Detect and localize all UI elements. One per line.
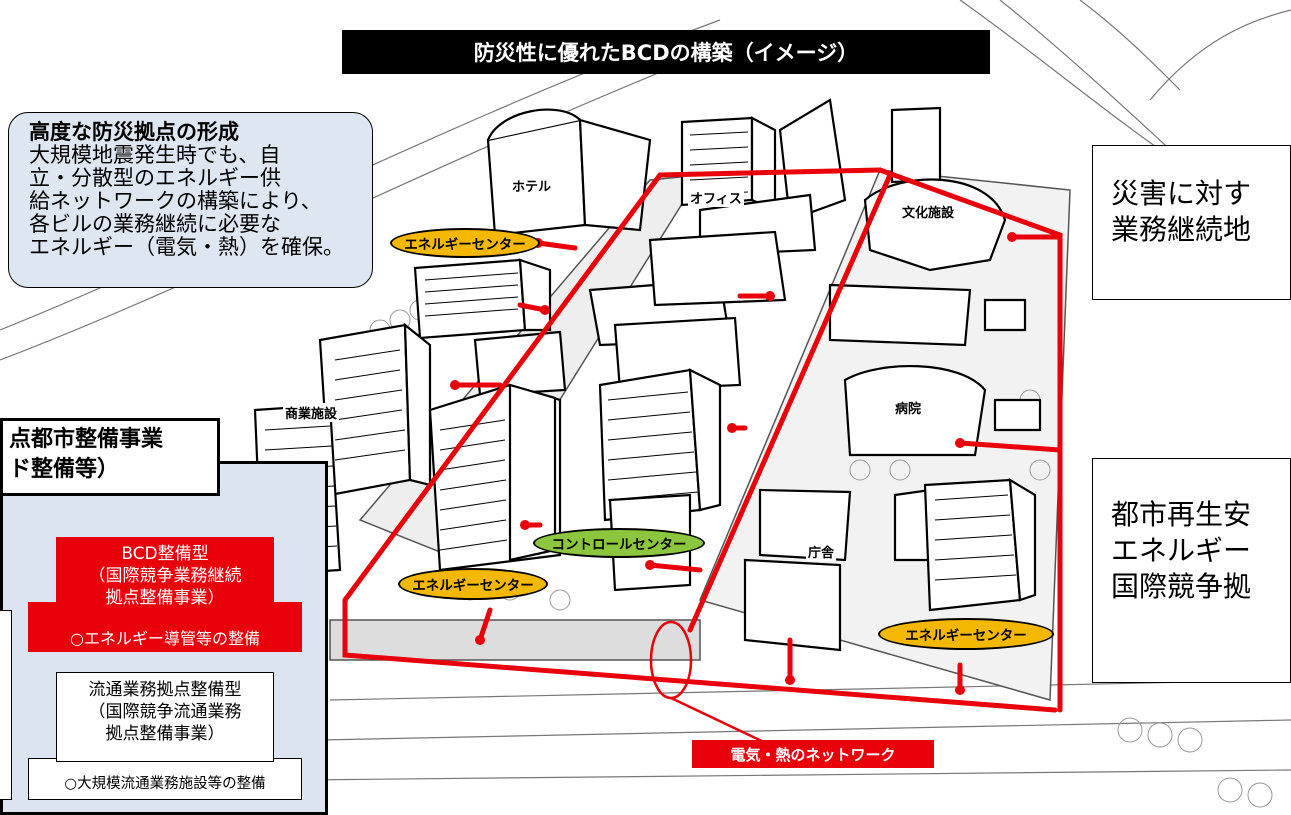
- callout-line: エネルギー: [1111, 534, 1252, 567]
- info-line: 各ビルの業務継続に必要な: [29, 212, 281, 236]
- info-line: 立・分散型のエネルギー供: [29, 166, 281, 190]
- bcd-type-sub: ○エネルギー導管等の整備: [70, 629, 260, 648]
- page-title: 防災性に優れたBCDの構築（イメージ）: [342, 30, 990, 74]
- network-label: 電気・熱のネットワーク: [692, 740, 934, 768]
- card-line: 拠点整備事業）: [105, 724, 225, 744]
- right-callout-bottom: 都市再生安 エネルギー 国際競争拠: [1092, 458, 1291, 683]
- callout-line: 災害に対す: [1111, 177, 1252, 210]
- energy-center-right: エネルギーセンター: [878, 618, 1054, 650]
- header-line: ド整備等）: [9, 457, 120, 482]
- logistics-type-card: 流通業務拠点整備型 （国際競争流通業務 拠点整備事業）: [56, 672, 274, 762]
- label-hotel: ホテル: [510, 176, 554, 195]
- info-line: 大規模地震発生時でも、自: [29, 143, 281, 167]
- energy-center-top: エネルギーセンター: [390, 228, 540, 258]
- card-line: 拠点整備事業）: [105, 588, 225, 608]
- card-line: BCD整備型: [121, 544, 209, 564]
- label-office: オフィス: [688, 188, 744, 207]
- logistics-type-card-back: [28, 758, 302, 800]
- card-line: 流通業務拠点整備型: [88, 680, 242, 700]
- callout-line: 業務継続地: [1111, 213, 1252, 246]
- info-line: 給ネットワークの構築により、: [29, 189, 322, 213]
- project-panel-header: 点都市整備事業 ド整備等）: [0, 418, 220, 496]
- energy-center-left: エネルギーセンター: [398, 568, 548, 600]
- panel-divider: [0, 610, 12, 800]
- callout-line: 都市再生安: [1111, 498, 1252, 531]
- callout-line: 国際競争拠: [1111, 570, 1252, 603]
- bcd-type-card: BCD整備型 （国際競争業務継続 拠点整備事業）: [56, 537, 274, 621]
- card-line: （国際競争流通業務: [88, 702, 242, 722]
- label-government: 庁舎: [806, 542, 837, 561]
- header-line: 点都市整備事業: [9, 427, 164, 452]
- control-center: コントロールセンター: [533, 528, 705, 558]
- label-commercial: 商業施設: [283, 403, 340, 422]
- logistics-type-sub: ○大規模流通業務施設等の整備: [64, 776, 266, 792]
- label-culture: 文化施設: [900, 202, 957, 221]
- disaster-base-info-box: 高度な防災拠点の形成 大規模地震発生時でも、自 立・分散型のエネルギー供 給ネッ…: [8, 112, 373, 288]
- info-line: エネルギー（電気・熱）を確保。: [29, 235, 344, 259]
- label-hospital: 病院: [893, 398, 924, 417]
- right-callout-top: 災害に対す 業務継続地: [1092, 145, 1291, 300]
- info-heading: 高度な防災拠点の形成: [29, 120, 239, 144]
- card-line: （国際競争業務継続: [88, 566, 242, 586]
